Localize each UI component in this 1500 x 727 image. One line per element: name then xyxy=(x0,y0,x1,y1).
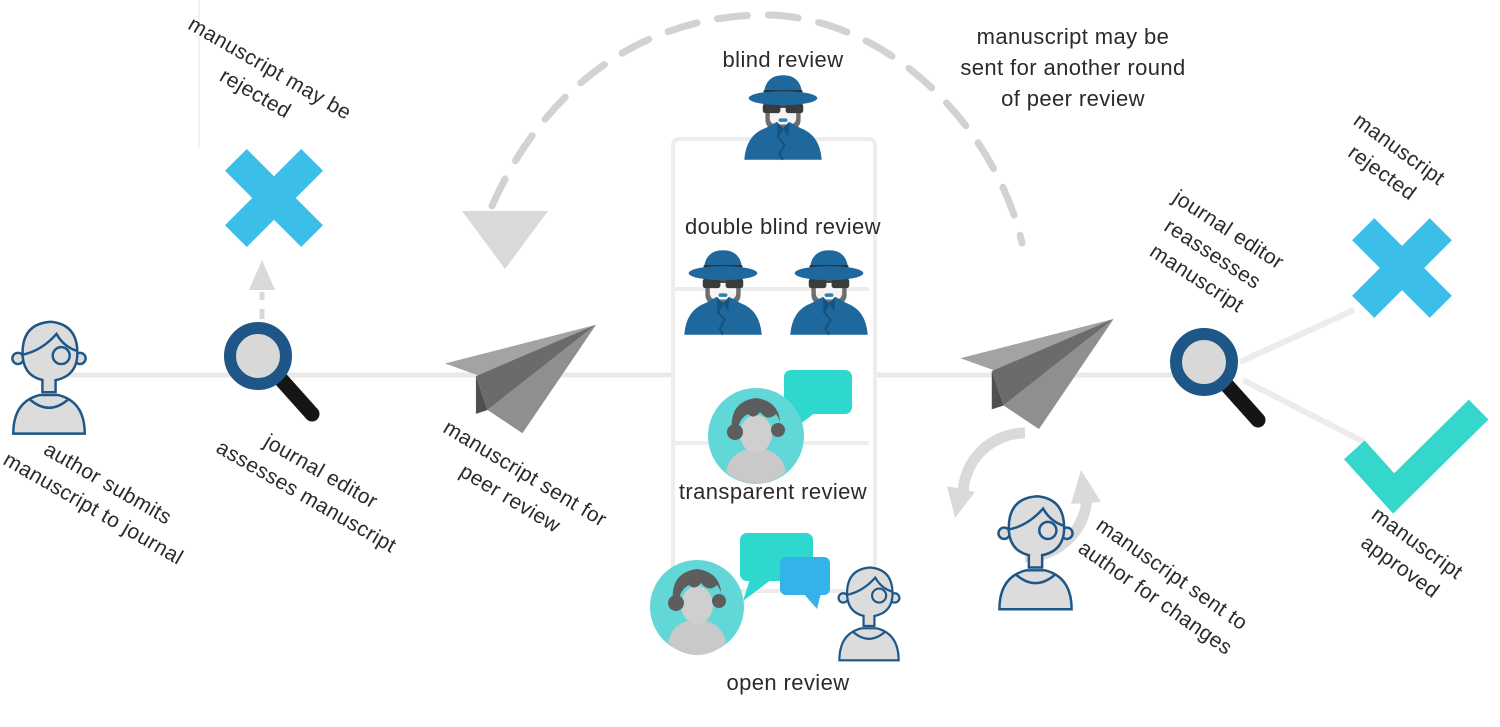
author-person-icon xyxy=(837,566,901,662)
label-another-round: manuscript may be sent for another round… xyxy=(960,24,1186,112)
speech-bubble-icon xyxy=(780,557,830,595)
magnifier-icon xyxy=(1170,328,1266,428)
speech-bubble-icon xyxy=(784,370,852,414)
label-blind-review: blind review xyxy=(722,46,844,72)
check-mark-icon xyxy=(1343,399,1489,514)
down-arrowhead-icon xyxy=(462,211,548,269)
speech-bubble-tail xyxy=(803,593,821,609)
label-transparent-review: transparent review xyxy=(678,478,868,504)
branch-line-reject xyxy=(1238,307,1356,365)
review-types-panel xyxy=(671,137,877,593)
label-double-blind-review: double blind review xyxy=(685,213,881,239)
panel-divider xyxy=(675,287,869,291)
reviewer-avatar-icon xyxy=(650,533,830,655)
x-mark-icon xyxy=(224,148,324,248)
up-arrowhead-icon xyxy=(249,260,275,290)
speech-bubble-tail xyxy=(743,579,772,601)
branch-line-approve xyxy=(1241,377,1366,445)
author-person-icon xyxy=(11,320,87,435)
magnifier-icon xyxy=(224,322,320,422)
author-person-icon xyxy=(997,494,1074,611)
spy-icon xyxy=(790,250,868,336)
reviewer-avatar-icon xyxy=(708,370,852,484)
spy-icon xyxy=(744,75,822,161)
spy-icon xyxy=(684,250,762,336)
paper-plane-icon xyxy=(444,324,597,434)
x-mark-icon xyxy=(1352,218,1452,318)
dashed-arc-arrow xyxy=(488,11,1026,247)
paper-plane-icon xyxy=(960,318,1114,430)
label-open-review: open review xyxy=(726,669,850,695)
